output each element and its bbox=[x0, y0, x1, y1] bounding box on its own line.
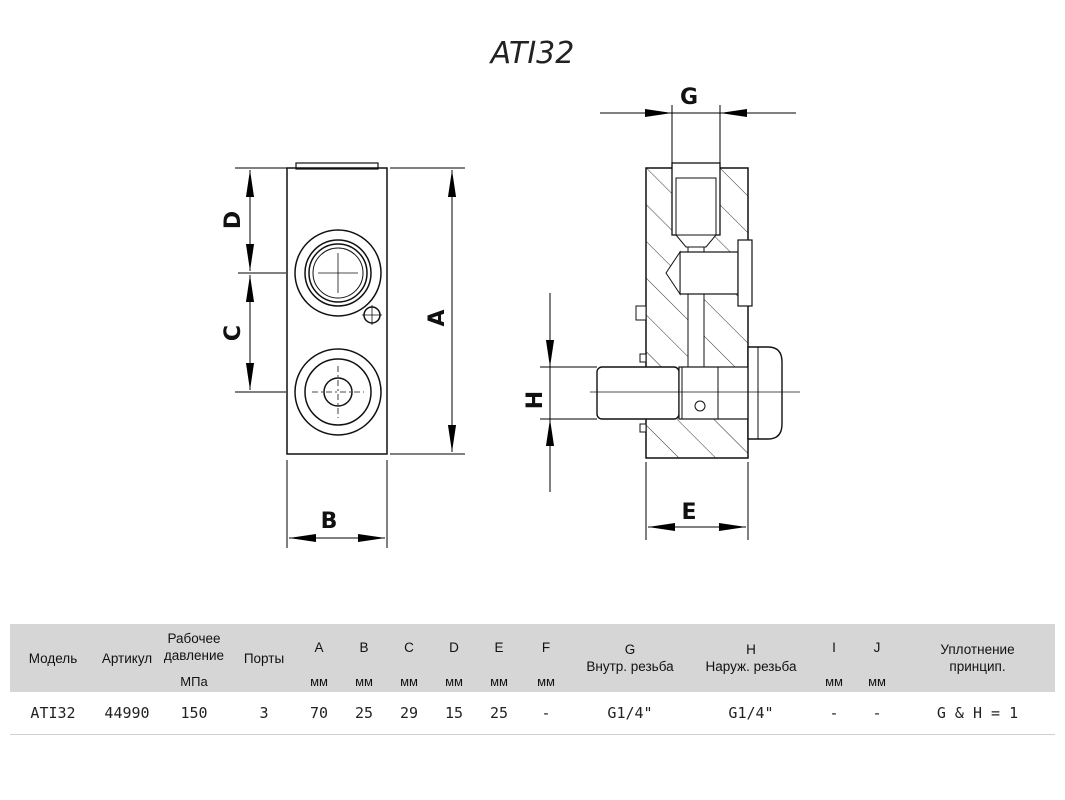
upper-port bbox=[294, 229, 382, 317]
cell-G: G1/4" bbox=[572, 692, 688, 735]
col-pressure: Рабочее давление bbox=[158, 624, 230, 670]
unit-pressure: МПа bbox=[158, 670, 230, 692]
front-top-lip bbox=[295, 162, 379, 170]
spec-table: Модель Артикул Рабочее давление Порты A … bbox=[10, 624, 1055, 735]
dim-label-H: H bbox=[523, 391, 548, 409]
cell-ports: 3 bbox=[230, 692, 298, 735]
section-view bbox=[590, 162, 800, 459]
unit-B: мм bbox=[340, 670, 388, 692]
unit-F: мм bbox=[520, 670, 572, 692]
unit-A: мм bbox=[298, 670, 340, 692]
cell-F: - bbox=[520, 692, 572, 735]
dim-label-C: C bbox=[221, 325, 246, 341]
col-pressure-line2: давление bbox=[163, 648, 225, 663]
col-E: E bbox=[478, 624, 520, 670]
col-pressure-line1: Рабочее bbox=[167, 631, 221, 646]
col-B: B bbox=[340, 624, 388, 670]
dim-label-D: D bbox=[221, 211, 246, 229]
col-seal-line2: принцип. bbox=[949, 659, 1006, 674]
cell-seal: G & H = 1 bbox=[900, 692, 1055, 735]
small-port bbox=[362, 305, 382, 325]
cell-E: 25 bbox=[478, 692, 520, 735]
table-row: ATI32 44990 150 3 70 25 29 15 25 - G1/4"… bbox=[10, 692, 1055, 735]
col-A: A bbox=[298, 624, 340, 670]
unit-E: мм bbox=[478, 670, 520, 692]
col-G-sub: Внутр. резьба bbox=[586, 659, 674, 674]
unit-D: мм bbox=[430, 670, 478, 692]
cell-C: 29 bbox=[388, 692, 430, 735]
cell-model: ATI32 bbox=[10, 692, 96, 735]
col-article: Артикул bbox=[96, 624, 158, 692]
cell-H: G1/4" bbox=[688, 692, 814, 735]
col-seal-line1: Уплотнение bbox=[940, 642, 1015, 657]
col-H-letter: H bbox=[746, 642, 756, 657]
unit-C: мм bbox=[388, 670, 430, 692]
cell-B: 25 bbox=[340, 692, 388, 735]
col-G-letter: G bbox=[624, 642, 636, 657]
col-D: D bbox=[430, 624, 478, 670]
col-H-sub: Наруж. резьба bbox=[705, 659, 797, 674]
front-body bbox=[286, 167, 388, 455]
unit-I: мм bbox=[814, 670, 854, 692]
col-model: Модель bbox=[10, 624, 96, 692]
table-units-row: МПа мм мм мм мм мм мм мм мм bbox=[10, 670, 1055, 692]
threaded-stud bbox=[596, 366, 680, 420]
lower-port bbox=[294, 348, 382, 436]
dim-label-B: B bbox=[321, 509, 338, 534]
dim-label-G: G bbox=[680, 85, 698, 110]
unit-J: мм bbox=[854, 670, 900, 692]
dim-label-E: E bbox=[681, 500, 696, 525]
front-view bbox=[286, 162, 388, 455]
hex-nut bbox=[747, 346, 783, 440]
table-header-row: Модель Артикул Рабочее давление Порты A … bbox=[10, 624, 1055, 692]
cell-pressure: 150 bbox=[158, 692, 230, 735]
col-I: I bbox=[814, 624, 854, 670]
drawing-title: ATI32 bbox=[490, 36, 575, 71]
cell-D: 15 bbox=[430, 692, 478, 735]
col-seal: Уплотнение принцип. bbox=[900, 624, 1055, 692]
col-ports: Порты bbox=[230, 624, 298, 692]
section-dimensions bbox=[540, 105, 796, 540]
col-G: G Внутр. резьба bbox=[572, 624, 688, 692]
cell-J: - bbox=[854, 692, 900, 735]
cell-article: 44990 bbox=[96, 692, 158, 735]
cell-I: - bbox=[814, 692, 854, 735]
dim-label-A: A bbox=[425, 309, 450, 326]
front-dimensions bbox=[235, 167, 465, 548]
col-H: H Наруж. резьба bbox=[688, 624, 814, 692]
col-J: J bbox=[854, 624, 900, 670]
technical-drawing: D C A B bbox=[221, 85, 800, 548]
cell-A: 70 bbox=[298, 692, 340, 735]
col-C: C bbox=[388, 624, 430, 670]
col-F: F bbox=[520, 624, 572, 670]
